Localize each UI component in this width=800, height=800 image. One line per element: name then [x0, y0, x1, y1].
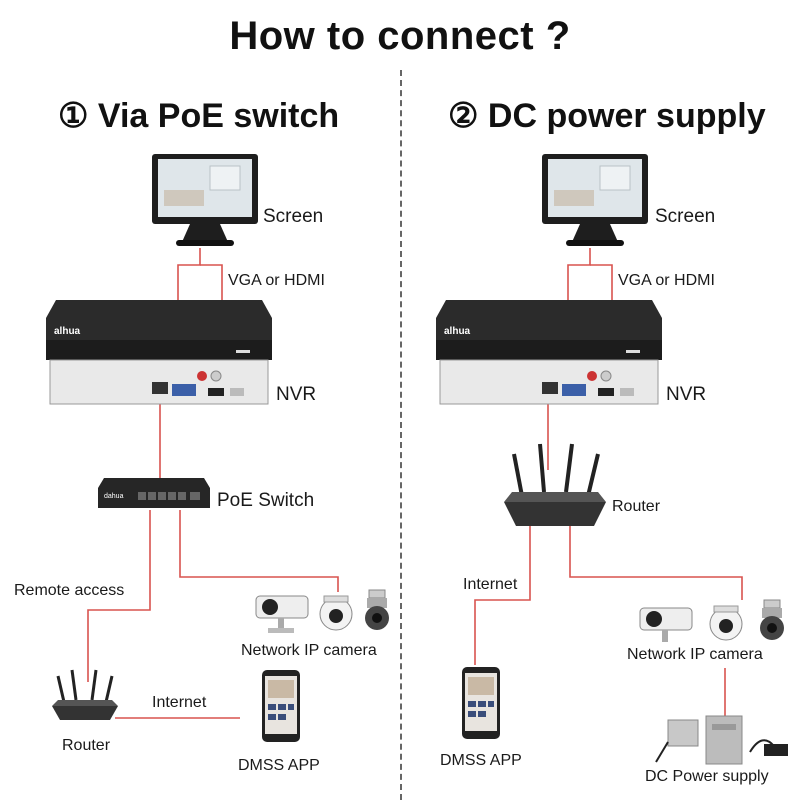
- dmss-app-label: DMSS APP: [238, 757, 320, 774]
- vga-hdmi-label: VGA or HDMI: [228, 272, 325, 289]
- poe-switch-icon: dahua: [98, 478, 210, 512]
- section-divider: [400, 70, 402, 800]
- internet-label: Internet: [152, 694, 207, 711]
- remote-access-label: Remote access: [14, 582, 125, 599]
- router-icon: [504, 443, 606, 526]
- internet-label: Internet: [463, 576, 518, 593]
- bullet-camera-icon: [255, 595, 309, 633]
- ptz-camera-icon: [760, 599, 784, 640]
- nvr-icon: alhua: [46, 300, 272, 406]
- dome-camera-icon: [319, 595, 353, 631]
- dome-camera-icon: [709, 605, 743, 641]
- nvr-brand: alhua: [444, 326, 471, 337]
- dc-power-label: DC Power supply: [645, 768, 769, 785]
- smartphone-icon: [262, 670, 300, 742]
- nvr-label: NVR: [276, 384, 317, 405]
- page-title: How to connect ?: [229, 14, 571, 58]
- router-label: Router: [612, 498, 661, 515]
- monitor-icon: [542, 154, 648, 246]
- heading-dc: ② DC power supply: [448, 97, 766, 135]
- bullet-camera-icon: [639, 607, 693, 642]
- poe-switch-label: PoE Switch: [217, 490, 315, 511]
- vga-hdmi-label: VGA or HDMI: [618, 272, 715, 289]
- nvr-label: NVR: [666, 384, 707, 405]
- ptz-camera-icon: [365, 589, 389, 630]
- screen-label: Screen: [263, 206, 324, 227]
- switch-brand: dahua: [104, 493, 124, 500]
- dmss-app-label: DMSS APP: [440, 752, 522, 769]
- smartphone-icon: [462, 667, 500, 739]
- monitor-icon: [152, 154, 258, 246]
- heading-poe: ① Via PoE switch: [58, 97, 340, 135]
- nvr-icon: alhua: [436, 300, 662, 406]
- ip-camera-label: Network IP camera: [241, 642, 377, 659]
- nvr-brand: alhua: [54, 326, 81, 337]
- ip-camera-label: Network IP camera: [627, 646, 763, 663]
- screen-label: Screen: [655, 206, 716, 227]
- router-label: Router: [62, 737, 111, 754]
- power-adapter-icon: [655, 715, 788, 765]
- router-icon: [52, 669, 118, 720]
